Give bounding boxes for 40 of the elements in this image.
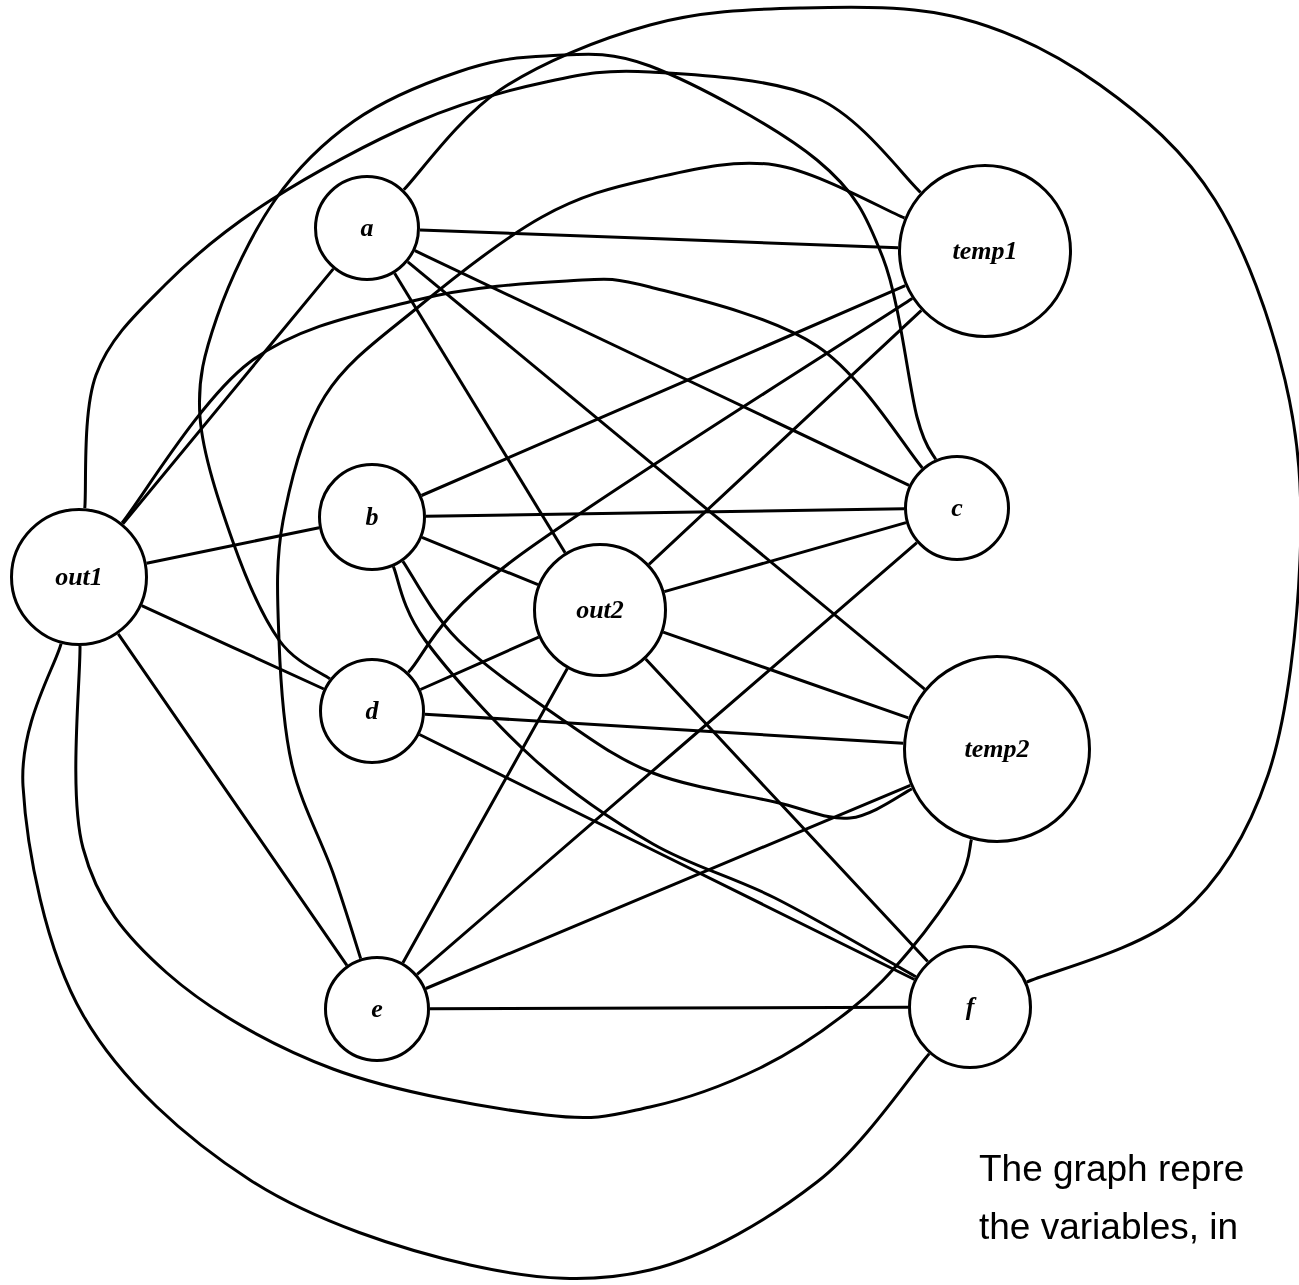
variable-name: f [965, 994, 975, 1020]
variable-name: out2 [576, 597, 624, 623]
connector-line [420, 284, 906, 497]
connector-line [418, 733, 916, 981]
connector-line [419, 635, 540, 691]
connector-line [146, 526, 320, 565]
connector-line [401, 667, 569, 964]
connector-line [276, 161, 906, 960]
connector-line [141, 604, 325, 691]
connector-line [647, 309, 923, 566]
variable-circle [314, 175, 420, 281]
connector-line [121, 267, 335, 525]
connector-line [421, 536, 539, 587]
variable-name: a [360, 215, 374, 241]
connector-line [425, 784, 911, 990]
connector-line [116, 632, 349, 967]
connector-line [393, 272, 567, 554]
connector-line [430, 1005, 908, 1011]
connector-line [198, 52, 937, 681]
connector-line [414, 249, 910, 487]
connector-line [402, 5, 1299, 984]
variable-name: e [371, 996, 383, 1022]
variable-name: c [951, 495, 963, 521]
variable-name: b [365, 504, 379, 530]
connector-line [401, 560, 913, 820]
variable-name: d [365, 698, 379, 724]
connector-line [425, 507, 905, 518]
variable-name: temp2 [964, 736, 1030, 762]
connector-line [424, 712, 904, 745]
note-text: The graph repre the variables, in [979, 1147, 1246, 1249]
connector-line [74, 645, 973, 1119]
connector-line [644, 657, 929, 963]
connector-line [21, 643, 931, 1280]
connector-line [662, 630, 909, 720]
variable-name: temp1 [952, 238, 1018, 264]
connector-line [419, 228, 899, 250]
connector-line [83, 69, 922, 509]
variable-name: out1 [55, 564, 103, 590]
connector-line [664, 521, 907, 594]
connector-line [120, 277, 924, 524]
